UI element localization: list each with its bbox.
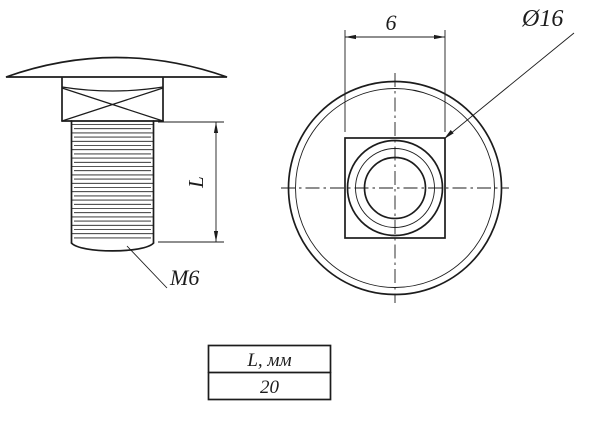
thread-major-circle [346, 139, 444, 237]
square-neck-top [344, 137, 446, 239]
square-width-label: 6 [386, 10, 397, 35]
thread-hatching [71, 124, 154, 239]
length-arrow-top [213, 122, 219, 133]
thread-label: M6 [169, 265, 199, 290]
neck-cross-diagonal-2 [61, 87, 164, 122]
square-neck [61, 77, 164, 122]
neck-top-arc [61, 86, 164, 92]
thread-leader-line [126, 245, 168, 289]
diameter-callout: Ø16 [443, 6, 575, 140]
width-arrow-right [434, 34, 445, 40]
length-label: L [184, 176, 208, 189]
top-view: 6 Ø16 [281, 6, 575, 303]
centerlines [281, 73, 509, 303]
bolt-tip [70, 242, 155, 252]
thread-minor-circle [355, 148, 435, 228]
shank-circle [363, 156, 427, 220]
parameter-table: L, мм 20 [207, 344, 332, 401]
bolt-head-side [5, 56, 228, 78]
side-view: L M6 [5, 56, 228, 290]
table-header: L, мм [246, 350, 291, 371]
threaded-shank [70, 120, 155, 252]
table-value: 20 [260, 377, 280, 398]
diameter-arrow [444, 130, 454, 139]
thread-callout: M6 [126, 245, 199, 290]
length-dimension: L [158, 121, 224, 243]
head-circle-inner [295, 88, 495, 288]
diameter-leader-line [443, 32, 575, 140]
head-circle-outer [287, 80, 503, 296]
square-width-dimension: 6 [344, 10, 446, 132]
length-arrow-bottom [213, 231, 219, 242]
diameter-label: Ø16 [521, 6, 563, 32]
width-arrow-left [345, 34, 356, 40]
